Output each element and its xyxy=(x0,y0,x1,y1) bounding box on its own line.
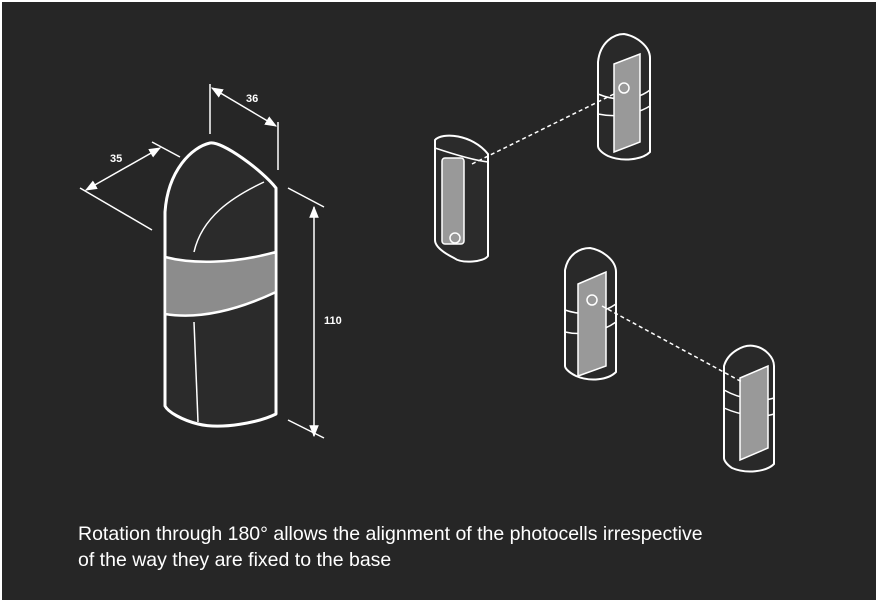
large-photocell-band xyxy=(163,250,278,317)
dimension-depth: 36 xyxy=(209,84,279,170)
caption-line-2: of the way they are fixed to the base xyxy=(78,549,392,571)
photocell-top-left xyxy=(434,134,489,263)
dimension-width: 35 xyxy=(79,141,181,231)
large-photocell xyxy=(163,141,278,428)
photocell-bottom-left-lens xyxy=(577,270,607,378)
dimension-depth-label: 36 xyxy=(246,93,258,105)
photocell-top-left-lens xyxy=(441,157,465,245)
beam-top xyxy=(471,93,615,165)
caption-line-1: Rotation through 180° allows the alignme… xyxy=(78,523,703,545)
large-photocell-edge-lower xyxy=(193,321,199,423)
dimension-height-label: 110 xyxy=(324,315,342,327)
dimension-height: 110 xyxy=(287,187,342,439)
photocell-top-right xyxy=(597,33,651,161)
photocell-bottom-left xyxy=(564,247,617,381)
photocell-bottom-right-lens xyxy=(739,364,769,462)
caption: Rotation through 180° allows the alignme… xyxy=(78,521,838,573)
dimension-width-label: 35 xyxy=(110,153,122,165)
photocell-bottom-right xyxy=(723,344,775,473)
large-photocell-edge xyxy=(193,181,265,253)
photocell-top-right-lens xyxy=(613,52,641,154)
beam-bottom xyxy=(601,305,743,383)
